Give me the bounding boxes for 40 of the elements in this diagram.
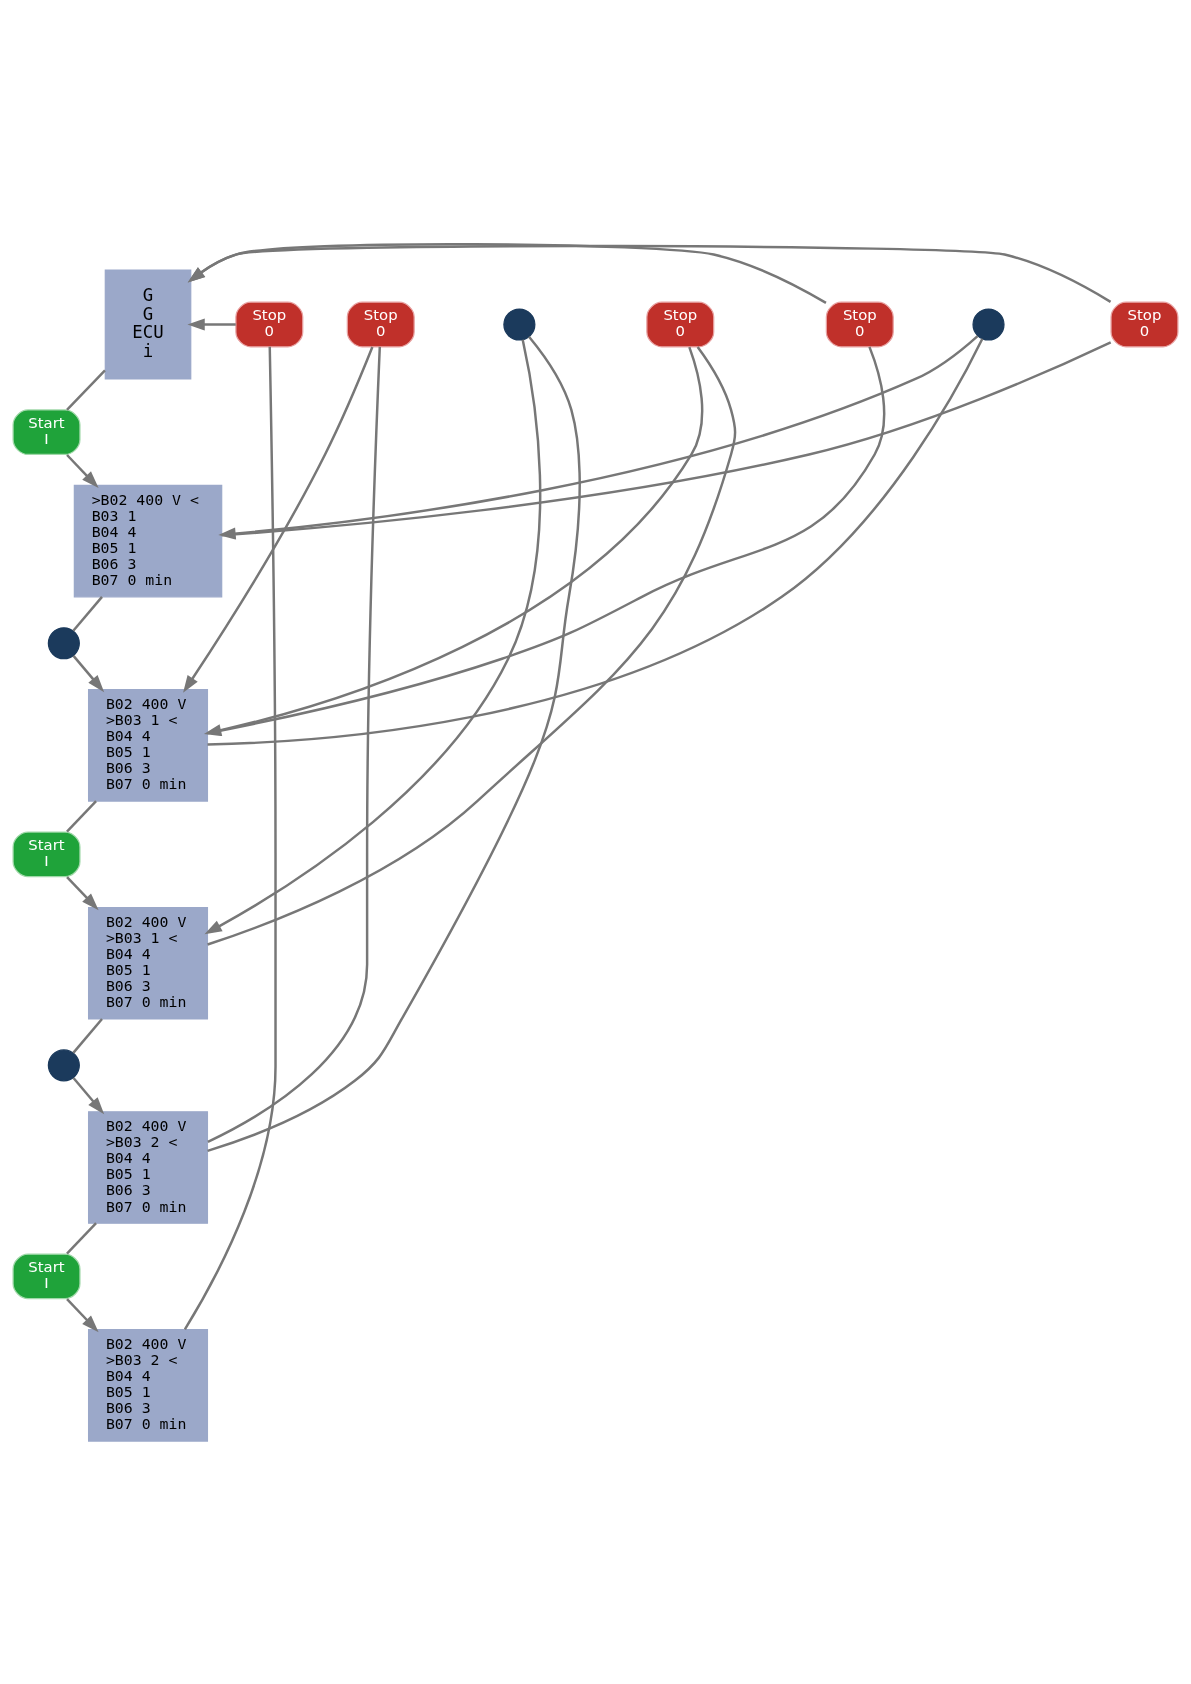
- arrow: [66, 453, 99, 488]
- connector: [207, 335, 581, 1152]
- arrow: [187, 242, 827, 304]
- arrow: [66, 875, 99, 910]
- connector: [72, 1017, 103, 1054]
- connector: [66, 799, 97, 832]
- arrow: [187, 244, 1112, 303]
- node-box: B02 400 V >B03 1 < B04 4 B05 1 B06 3 B07 0 min: [87, 906, 209, 1020]
- node-box: >B02 400 V < B03 1 B04 4 B05 1 B06 3 B07 0 min: [73, 484, 223, 597]
- connector: [207, 345, 737, 946]
- arrow: [72, 654, 105, 692]
- node-box: Start I: [12, 408, 81, 455]
- node-box: Start I: [12, 830, 81, 877]
- node-box: B02 400 V >B03 2 < B04 4 B05 1 B06 3 B07 0 min: [87, 1110, 209, 1224]
- arrow: [218, 334, 979, 540]
- connector: [207, 346, 382, 1143]
- arrow: [183, 346, 374, 693]
- node-box: Start I: [12, 1253, 81, 1299]
- node-box: B02 400 V >B03 2 < B04 4 B05 1 B06 3 B07 0 min: [87, 1328, 209, 1442]
- arrow: [72, 1076, 105, 1114]
- node-box: Stop 0: [235, 301, 304, 347]
- arrow: [66, 1297, 99, 1332]
- node-box: Stop 0: [825, 301, 894, 347]
- arrow: [203, 346, 704, 736]
- node-box: Stop 0: [646, 301, 715, 347]
- arrow: [204, 338, 542, 934]
- node-circle: [47, 626, 80, 659]
- arrow: [187, 317, 236, 331]
- node-box: B02 400 V >B03 1 < B04 4 B05 1 B06 3 B07 0 min: [87, 688, 209, 802]
- node-box: Stop 0: [346, 301, 415, 347]
- node-circle: [47, 1048, 80, 1081]
- node-box: Stop 0: [1110, 301, 1179, 347]
- connector: [66, 1221, 97, 1255]
- node-box: G G ECU i: [104, 268, 192, 380]
- connector: [72, 595, 103, 632]
- node-circle: [503, 307, 536, 341]
- connector: [183, 346, 277, 1330]
- connector: [66, 369, 106, 411]
- connector: [207, 337, 984, 746]
- node-circle: [972, 307, 1005, 341]
